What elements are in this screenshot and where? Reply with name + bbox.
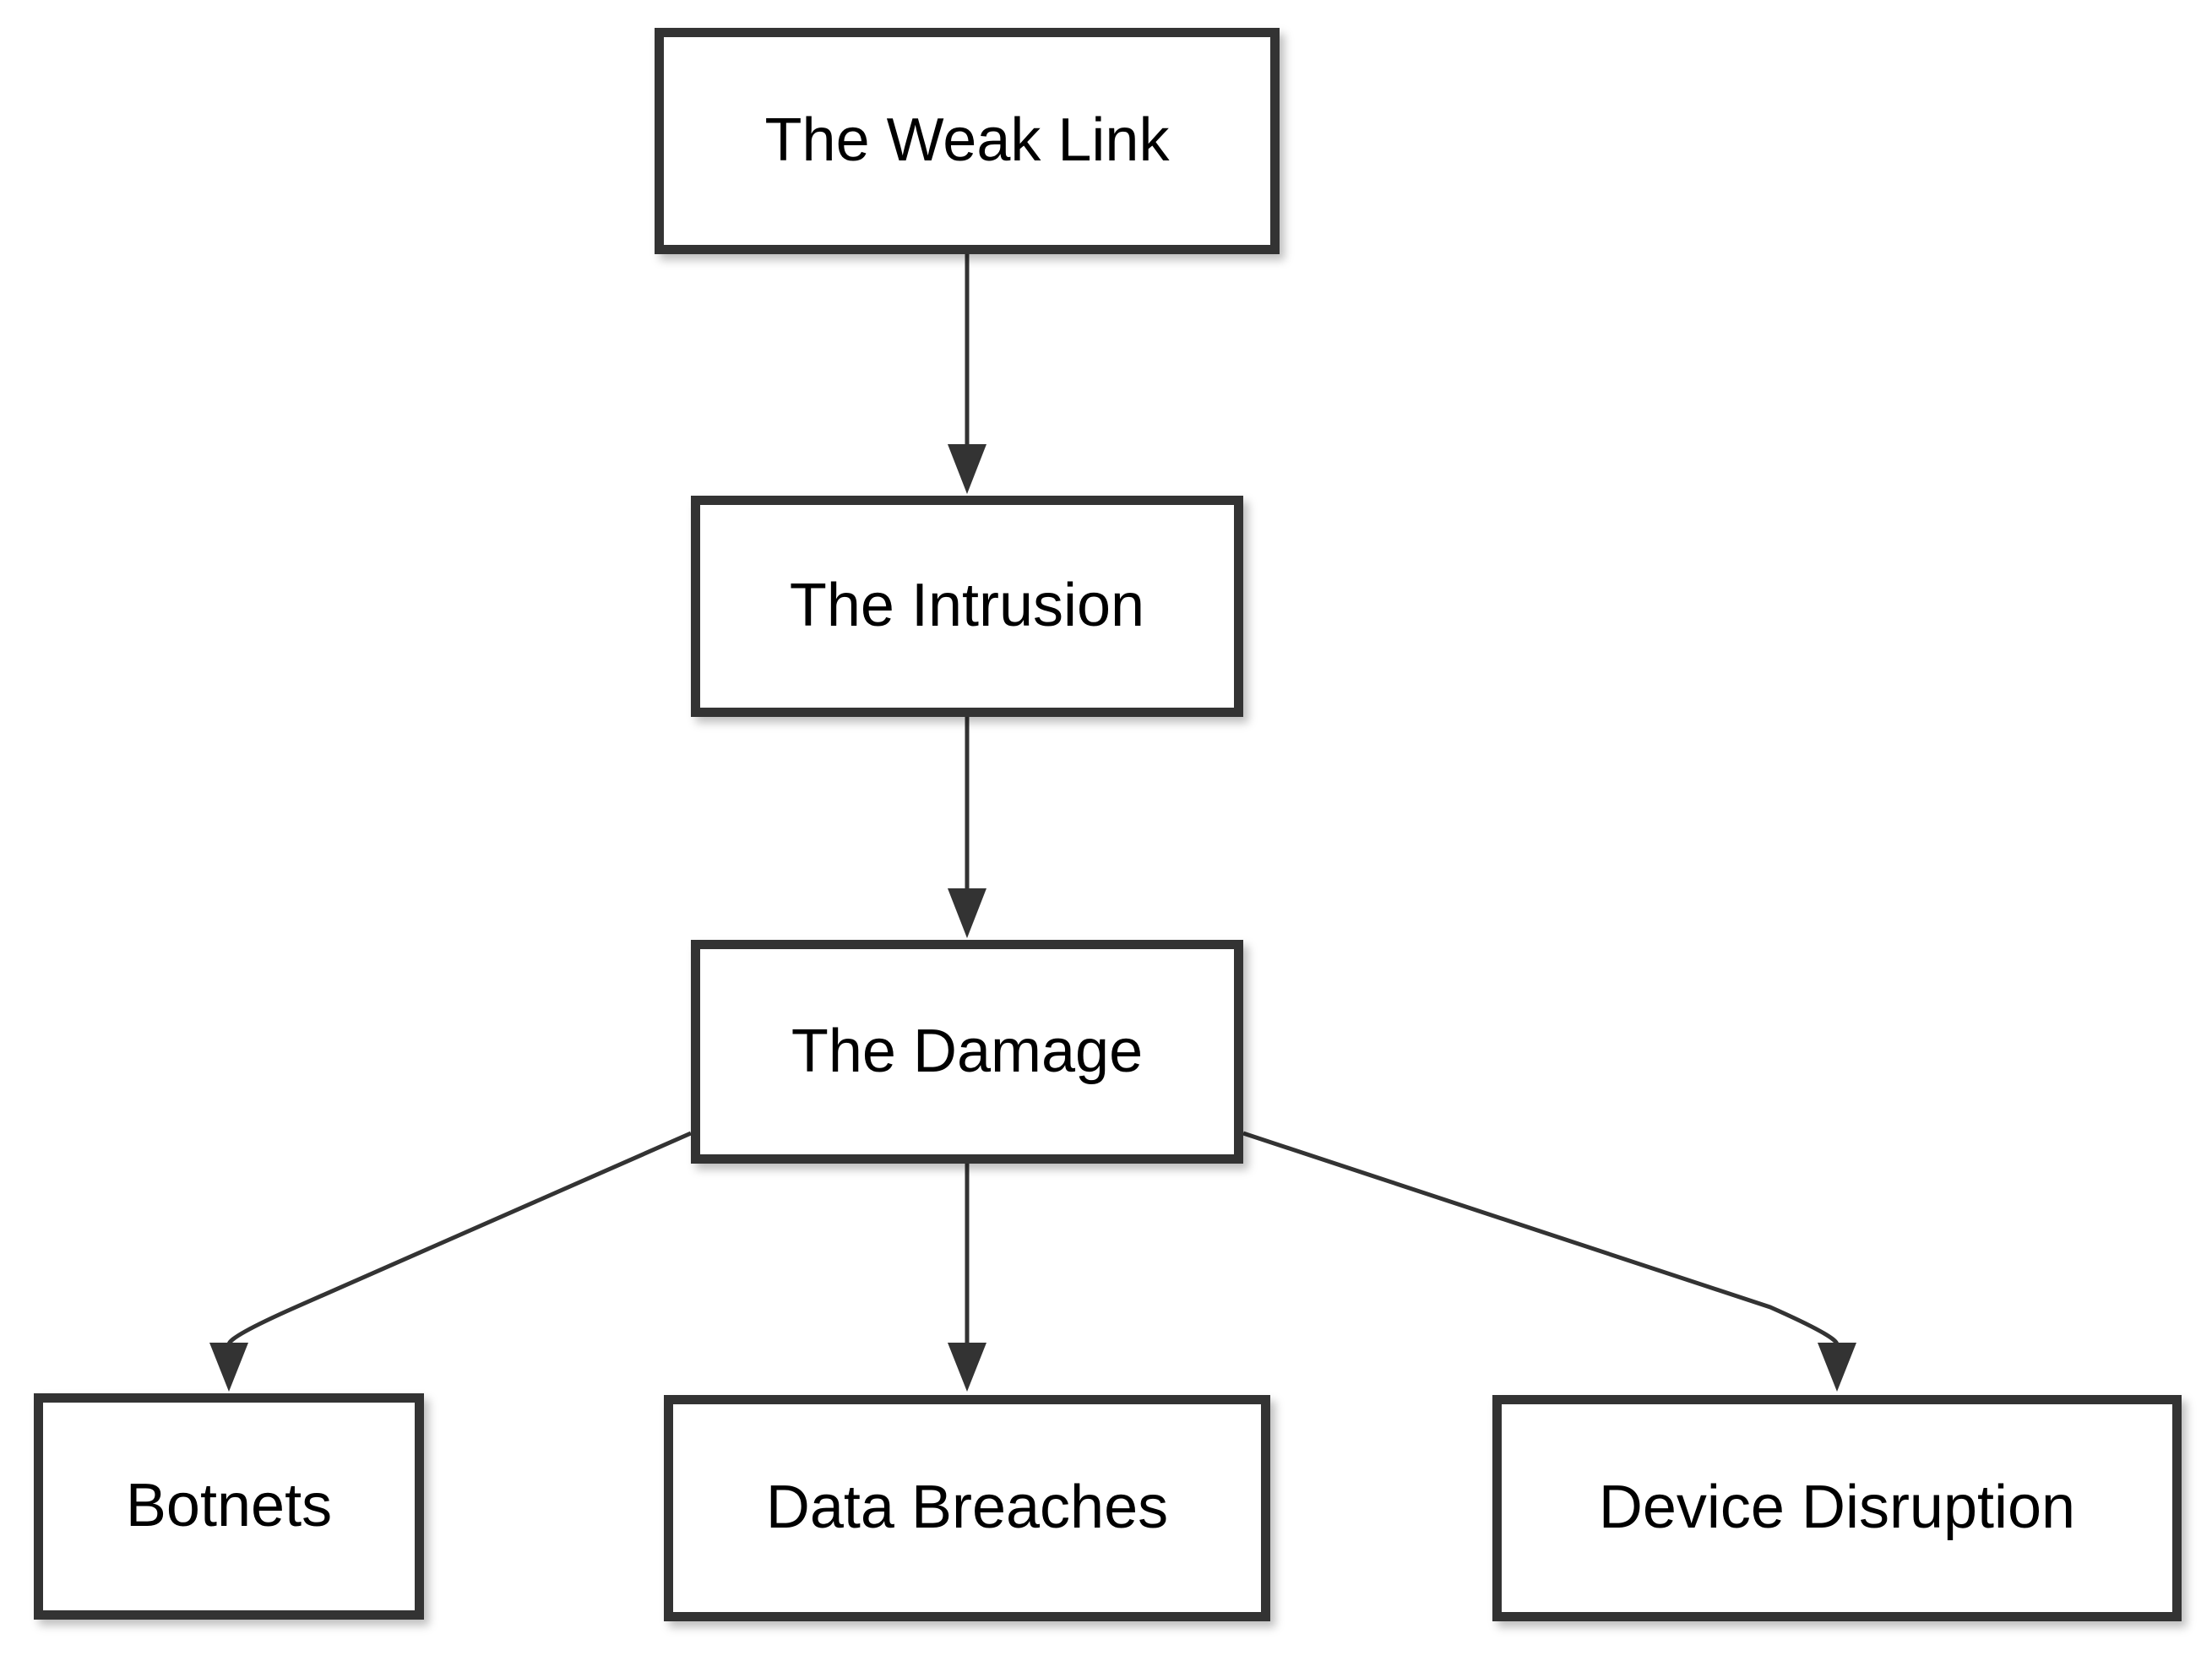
edge-damage-to-data-breaches bbox=[948, 1164, 986, 1392]
edge-line bbox=[1242, 1131, 1840, 1345]
arrowhead-down-icon bbox=[948, 1343, 986, 1392]
node-damage-label: The Damage bbox=[791, 1017, 1144, 1085]
node-intrusion-label: The Intrusion bbox=[789, 572, 1145, 640]
edge-intrusion-to-damage bbox=[948, 717, 986, 938]
node-intrusion: The Intrusion bbox=[691, 496, 1243, 717]
node-device-disruption: Device Disruption bbox=[1492, 1395, 2182, 1621]
node-weak-link-label: The Weak Link bbox=[764, 106, 1170, 175]
edge-damage-to-botnets bbox=[209, 1131, 693, 1392]
node-data-breaches-label: Data Breaches bbox=[765, 1474, 1169, 1542]
node-damage: The Damage bbox=[691, 940, 1243, 1164]
node-botnets-label: Botnets bbox=[125, 1472, 333, 1540]
arrowhead-down-icon bbox=[948, 444, 986, 494]
edge-line bbox=[226, 1131, 693, 1345]
node-botnets: Botnets bbox=[34, 1393, 424, 1620]
edge-damage-to-device-disruption bbox=[1242, 1131, 1856, 1392]
edge-weak-link-to-intrusion bbox=[948, 254, 986, 494]
arrowhead-down-icon bbox=[209, 1343, 248, 1392]
node-data-breaches: Data Breaches bbox=[664, 1395, 1270, 1621]
arrowhead-down-icon bbox=[948, 888, 986, 938]
node-device-disruption-label: Device Disruption bbox=[1598, 1474, 2076, 1542]
node-weak-link: The Weak Link bbox=[655, 28, 1280, 254]
arrowhead-down-icon bbox=[1818, 1343, 1856, 1392]
